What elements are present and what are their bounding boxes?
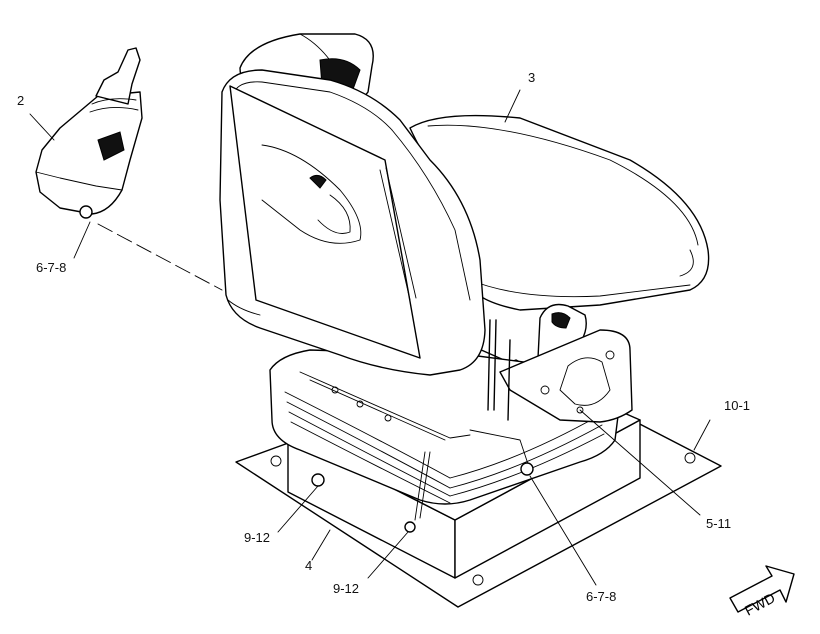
callout-10-1: 10-1 (724, 398, 751, 413)
callout-9-12-bottom: 9-12 (333, 581, 360, 596)
side-bracket (499, 329, 633, 423)
callout-4: 4 (305, 558, 313, 573)
callout-2: 2 (17, 93, 25, 108)
callout-9-12-left: 9-12 (244, 530, 271, 545)
adjustment-lever-part (35, 47, 143, 219)
backrest (219, 69, 486, 376)
callout-5-11: 5-11 (706, 516, 732, 531)
callout-3: 3 (528, 70, 536, 85)
leader-lines (29, 89, 711, 586)
fwd-arrow: FWD (729, 565, 795, 619)
callout-6-7-8-bottom: 6-7-8 (586, 589, 617, 604)
linkage-rods (311, 319, 534, 533)
callout-6-7-8-left: 6-7-8 (36, 260, 67, 275)
